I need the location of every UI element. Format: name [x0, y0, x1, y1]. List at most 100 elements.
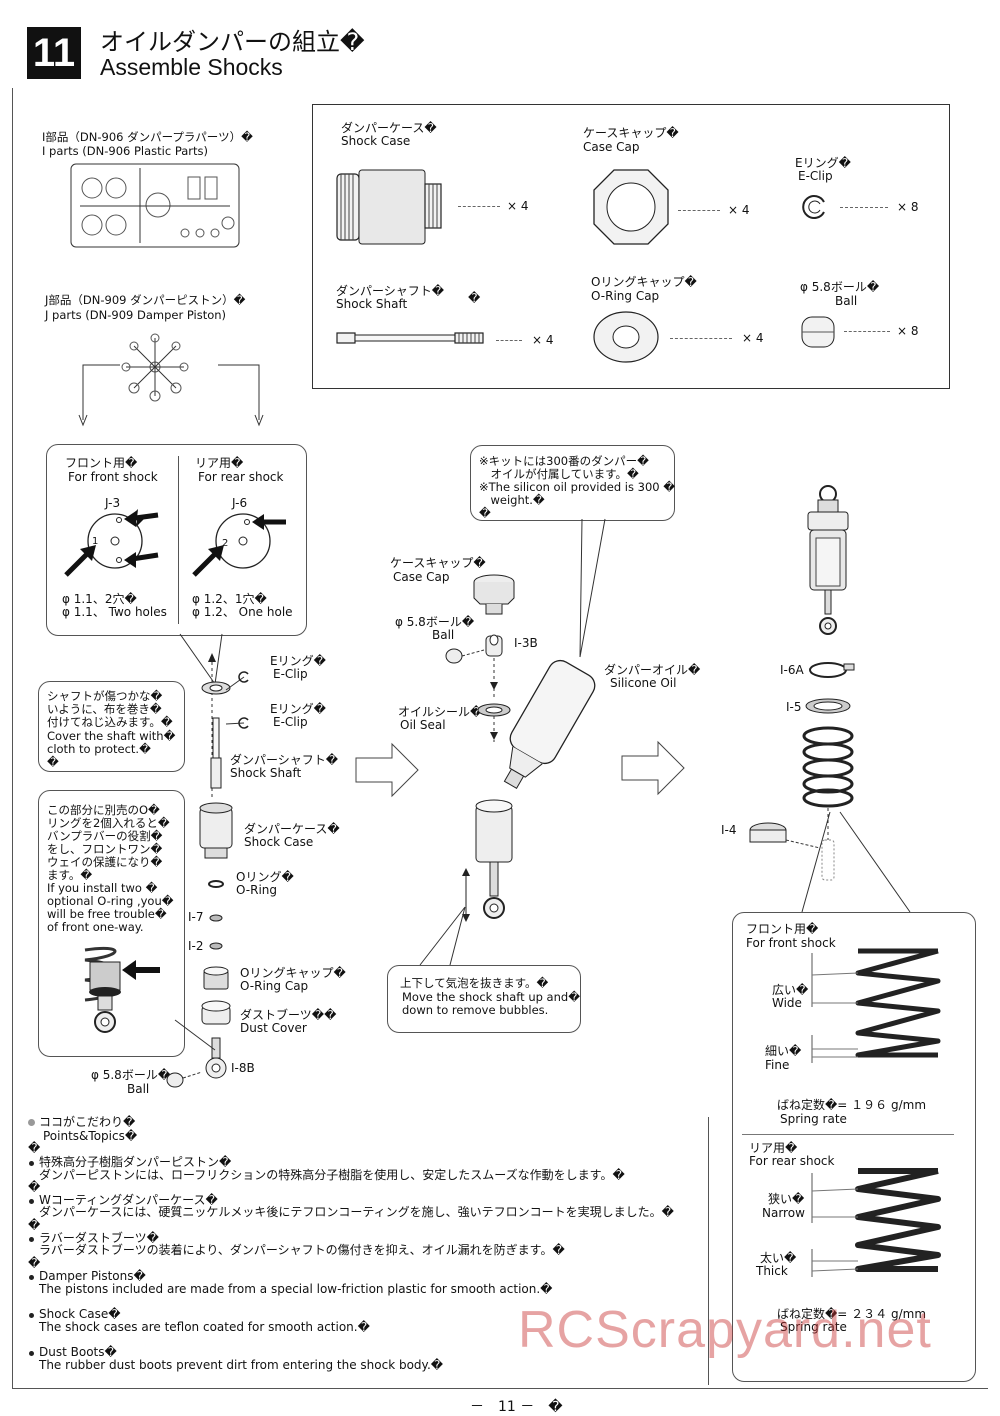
asm-ball-en: Ball: [127, 1082, 150, 1096]
asm-code-i5: I-5: [786, 700, 802, 714]
points-bullet-icon: [29, 1313, 34, 1318]
point-4-head: Damper Pistons�: [39, 1269, 146, 1283]
parts-tree-i-label-jp: I部品（DN-906 ダンパープラパーツ）�: [42, 130, 253, 144]
ball-dash: [844, 331, 890, 332]
part-shock-shaft-extra: �: [468, 291, 481, 305]
points-divider: [708, 1117, 709, 1385]
parts-tree-i-image: [70, 163, 240, 248]
step-arrow-2: [621, 740, 685, 796]
part-eclip-jp: Eリング�: [795, 156, 851, 170]
asm-mid-oil-en: Silicone Oil: [610, 676, 677, 690]
asm-oring-en: O-Ring: [236, 883, 278, 897]
piston-front-hole-en: φ 1.1、 Two holes: [62, 605, 167, 619]
asm-shaft-en: Shock Shaft: [230, 766, 302, 780]
asm-mid-ball-en: Ball: [432, 628, 455, 642]
eclip-dash: [840, 207, 888, 208]
point-2-body: ダンパーケースには、硬質ニッケルメッキ後にテフロンコーティングを施し、強いテフロ…: [39, 1205, 674, 1219]
note-bubbles-line1: 上下して気泡を抜きます。�: [400, 976, 549, 990]
note-oring-line2: リングを2個入れると�: [47, 816, 170, 830]
note-shaft-line5: cloth to protect.�: [47, 742, 151, 756]
parts-tree-j-arrows: [78, 364, 264, 427]
asm-mid-oilseal-en: Oil Seal: [400, 718, 446, 732]
note-oring-line9: will be free trouble�: [47, 907, 167, 921]
piston-rear-num: 2: [222, 538, 229, 549]
asm-code-i8b: I-8B: [231, 1061, 255, 1075]
piston-rear-title-en: For rear shock: [198, 470, 284, 484]
step-arrow-1: [355, 742, 419, 798]
asm-case-jp: ダンパーケース�: [244, 822, 340, 836]
eclip-image: [802, 195, 825, 219]
oring-cap-image: [593, 311, 659, 363]
spring-front-title-jp: フロント用�: [746, 922, 819, 936]
asm-case-en: Shock Case: [244, 835, 314, 849]
point-1-head: 特殊高分子樹脂ダンパーピストン�: [39, 1155, 232, 1169]
note-oil-line1: ※キットには300番のダンパー�: [479, 454, 649, 468]
ball-image: [801, 316, 835, 348]
asm-mid-ball-jp: φ 5.8ボール�: [395, 615, 475, 629]
note-oring-box: [38, 790, 185, 1057]
point-3-body: ラバーダストブーツの装着により、ダンパーシャフトの傷付きを抑え、オイル漏れを防ぎ…: [39, 1243, 565, 1257]
note-oring-line8: optional O-ring ,you�: [47, 894, 174, 908]
piston-rear-part: J-6: [232, 496, 248, 510]
shock-shaft-dash: [496, 340, 522, 341]
asm-eclip2-jp: Eリング�: [270, 702, 326, 716]
part-case-cap-qty: × 4: [728, 203, 750, 217]
right-shock-assembly: [749, 485, 855, 881]
spring-rear-wide-jp: 狭い�: [768, 1192, 805, 1206]
asm-eclip1-en: E-Clip: [273, 667, 308, 681]
page-title-en: Assemble Shocks: [100, 54, 283, 80]
shock-shaft-image: [336, 332, 484, 344]
part-ball-jp: φ 5.8ボール�: [800, 280, 880, 294]
part-shock-shaft-jp: ダンパーシャフト�: [336, 284, 445, 298]
asm-mid-casecap-en: Case Cap: [393, 570, 450, 584]
note-shaft-line4: Cover the shaft with�: [47, 729, 176, 743]
point-6-body: The rubber dust boots prevent dirt from …: [39, 1358, 444, 1372]
point-5-head: Shock Case�: [39, 1307, 121, 1321]
spring-rear-fine-jp: 太い�: [760, 1251, 797, 1265]
asm-shaft-jp: ダンパーシャフト�: [230, 753, 339, 767]
spring-box-pointer: [801, 811, 911, 913]
note-shaft-box: [38, 681, 185, 772]
shock-case-image: [336, 169, 442, 245]
part-oring-cap-qty: × 4: [742, 331, 764, 345]
piston-front-hole-jp: φ 1.1、2穴�: [62, 592, 137, 606]
spring-rear-rate: ばね定数�= ２３４ g/mm: [777, 1307, 927, 1321]
piston-rear-hole-jp: φ 1.2、1穴�: [192, 592, 267, 606]
points-blank-1: �: [28, 1141, 41, 1155]
parts-tree-j-label-en: J parts (DN-909 Damper Piston): [45, 308, 227, 322]
spring-front-wide-jp: 広い�: [772, 983, 809, 997]
piston-rear-hole-en: φ 1.2、 One hole: [192, 605, 293, 619]
piston-front-num: 1: [92, 536, 99, 547]
eclip-small-icons: [225, 671, 249, 729]
note-oil-box: [470, 445, 675, 521]
step-number-badge: 11: [27, 27, 81, 79]
note-shaft-line1: シャフトが傷つかな�: [47, 689, 163, 703]
piston-front-image: [64, 509, 159, 577]
part-shock-shaft-qty: × 4: [532, 333, 554, 347]
note-oil-line5: �: [479, 506, 491, 520]
left-shock-exploded: [166, 653, 233, 1088]
note-oring-line5: ウェイの保護になり�: [47, 855, 163, 869]
bottom-border: [12, 1388, 988, 1389]
part-shock-case-en: Shock Case: [341, 134, 411, 148]
note-oring-line6: ます。�: [47, 868, 93, 882]
asm-dust-en: Dust Cover: [240, 1021, 307, 1035]
piston-divider: [178, 456, 179, 624]
spring-rear-title-jp: リア用�: [749, 1141, 798, 1155]
note-shaft-line2: いように、布を巻き�: [47, 702, 162, 716]
asm-code-i2: I-2: [188, 939, 204, 953]
asm-dust-jp: ダストブーツ��: [240, 1008, 337, 1022]
points-bullet-icon: [29, 1161, 34, 1166]
points-blank-2: �: [28, 1180, 41, 1194]
parts-tree-j-image: [121, 333, 189, 402]
note-oil-line2: オイルが付属しています。�: [479, 467, 639, 481]
point-6-head: Dust Boots�: [39, 1345, 117, 1359]
spring-front-image: [811, 948, 941, 1063]
part-shock-case-jp: ダンパーケース�: [341, 121, 437, 135]
spring-front-title-en: For front shock: [746, 936, 836, 950]
part-eclip-qty: × 8: [897, 200, 919, 214]
spring-rear-rate-en: Spring rate: [780, 1320, 847, 1334]
point-2-head: Wコーティングダンパーケース�: [39, 1193, 218, 1207]
note-oil-line3: ※The silicon oil provided is 300 �: [479, 480, 676, 494]
point-5-body: The shock cases are teflon coated for sm…: [39, 1320, 370, 1334]
